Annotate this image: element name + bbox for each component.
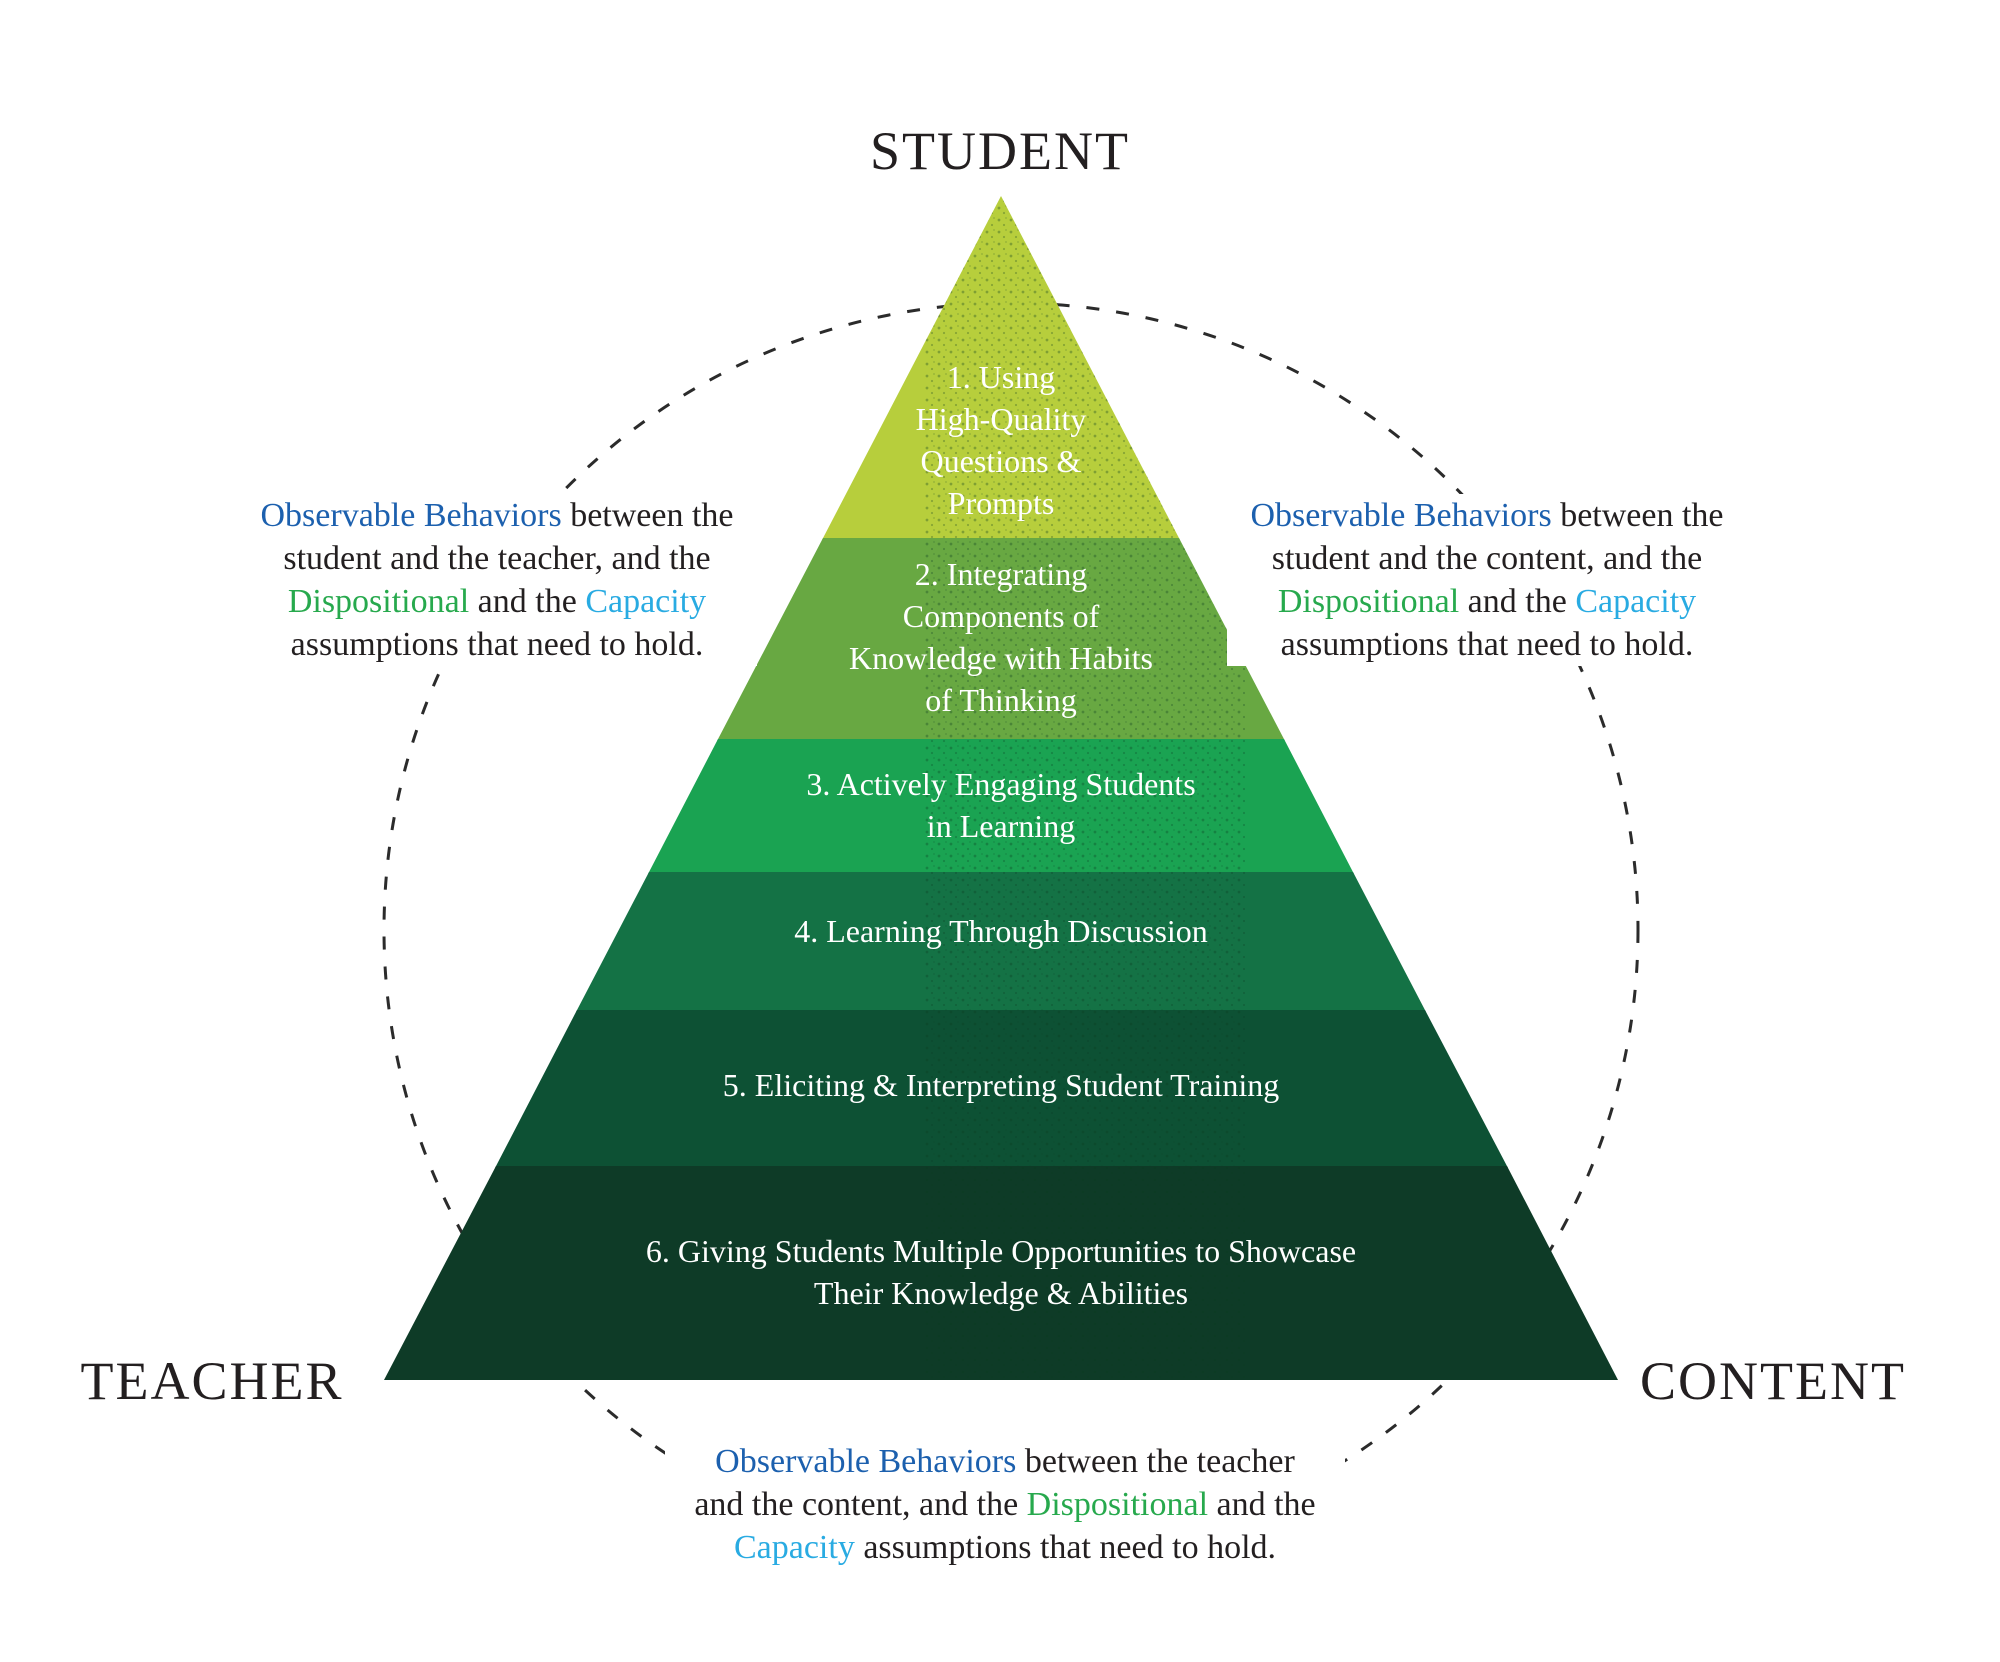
annotation-line: Observable Behaviors between the: [1227, 494, 1747, 537]
content-label: CONTENT: [1640, 1351, 1906, 1411]
student-label: STUDENT: [870, 121, 1130, 181]
annotation-segment: student and the teacher, and the: [283, 540, 711, 577]
annotation-line: Observable Behaviors between the teacher: [665, 1440, 1345, 1483]
annotation-left: Observable Behaviors between the student…: [237, 494, 757, 666]
teacher-label: TEACHER: [80, 1351, 344, 1411]
annotation-line: and the content, and the Dispositional a…: [665, 1483, 1345, 1526]
annotation-segment: assumptions that need to hold.: [1280, 626, 1694, 663]
term-capacity: Capacity: [1575, 583, 1697, 620]
annotation-right: Observable Behaviors between the student…: [1227, 494, 1747, 666]
annotation-line: Dispositional and the Capacity: [237, 580, 757, 623]
annotation-segment: and the: [469, 583, 586, 620]
annotation-line: Observable Behaviors between the: [237, 494, 757, 537]
dashed-circle: [382, 301, 1640, 1559]
term-dispositional: Dispositional: [1277, 583, 1460, 620]
annotation-segment: assumptions that need to hold.: [290, 626, 704, 663]
term-observable-behaviors: Observable Behaviors: [260, 497, 562, 534]
pyramid-texture-overlay: [925, 196, 1245, 1380]
annotation-segment: student and the content, and the: [1271, 540, 1703, 577]
term-dispositional: Dispositional: [1026, 1486, 1209, 1523]
annotation-segment: and the: [1459, 583, 1576, 620]
annotation-segment: assumptions that need to hold.: [854, 1529, 1277, 1566]
annotation-segment: between the teacher: [1016, 1443, 1295, 1480]
term-observable-behaviors: Observable Behaviors: [715, 1443, 1017, 1480]
term-capacity: Capacity: [733, 1529, 855, 1566]
annotation-line: Dispositional and the Capacity: [1227, 580, 1747, 623]
annotation-line: assumptions that need to hold.: [1227, 623, 1747, 666]
annotation-line: assumptions that need to hold.: [237, 623, 757, 666]
annotation-segment: and the: [1208, 1486, 1316, 1523]
annotation-segment: and the content, and the: [694, 1486, 1027, 1523]
annotation-line: student and the teacher, and the: [237, 537, 757, 580]
annotation-segment: between the: [1551, 497, 1724, 534]
annotation-line: student and the content, and the: [1227, 537, 1747, 580]
term-capacity: Capacity: [585, 583, 707, 620]
annotation-bottom: Observable Behaviors between the teacher…: [665, 1440, 1345, 1569]
term-dispositional: Dispositional: [287, 583, 470, 620]
annotation-line: Capacity assumptions that need to hold.: [665, 1526, 1345, 1569]
annotation-segment: between the: [561, 497, 734, 534]
term-observable-behaviors: Observable Behaviors: [1250, 497, 1552, 534]
